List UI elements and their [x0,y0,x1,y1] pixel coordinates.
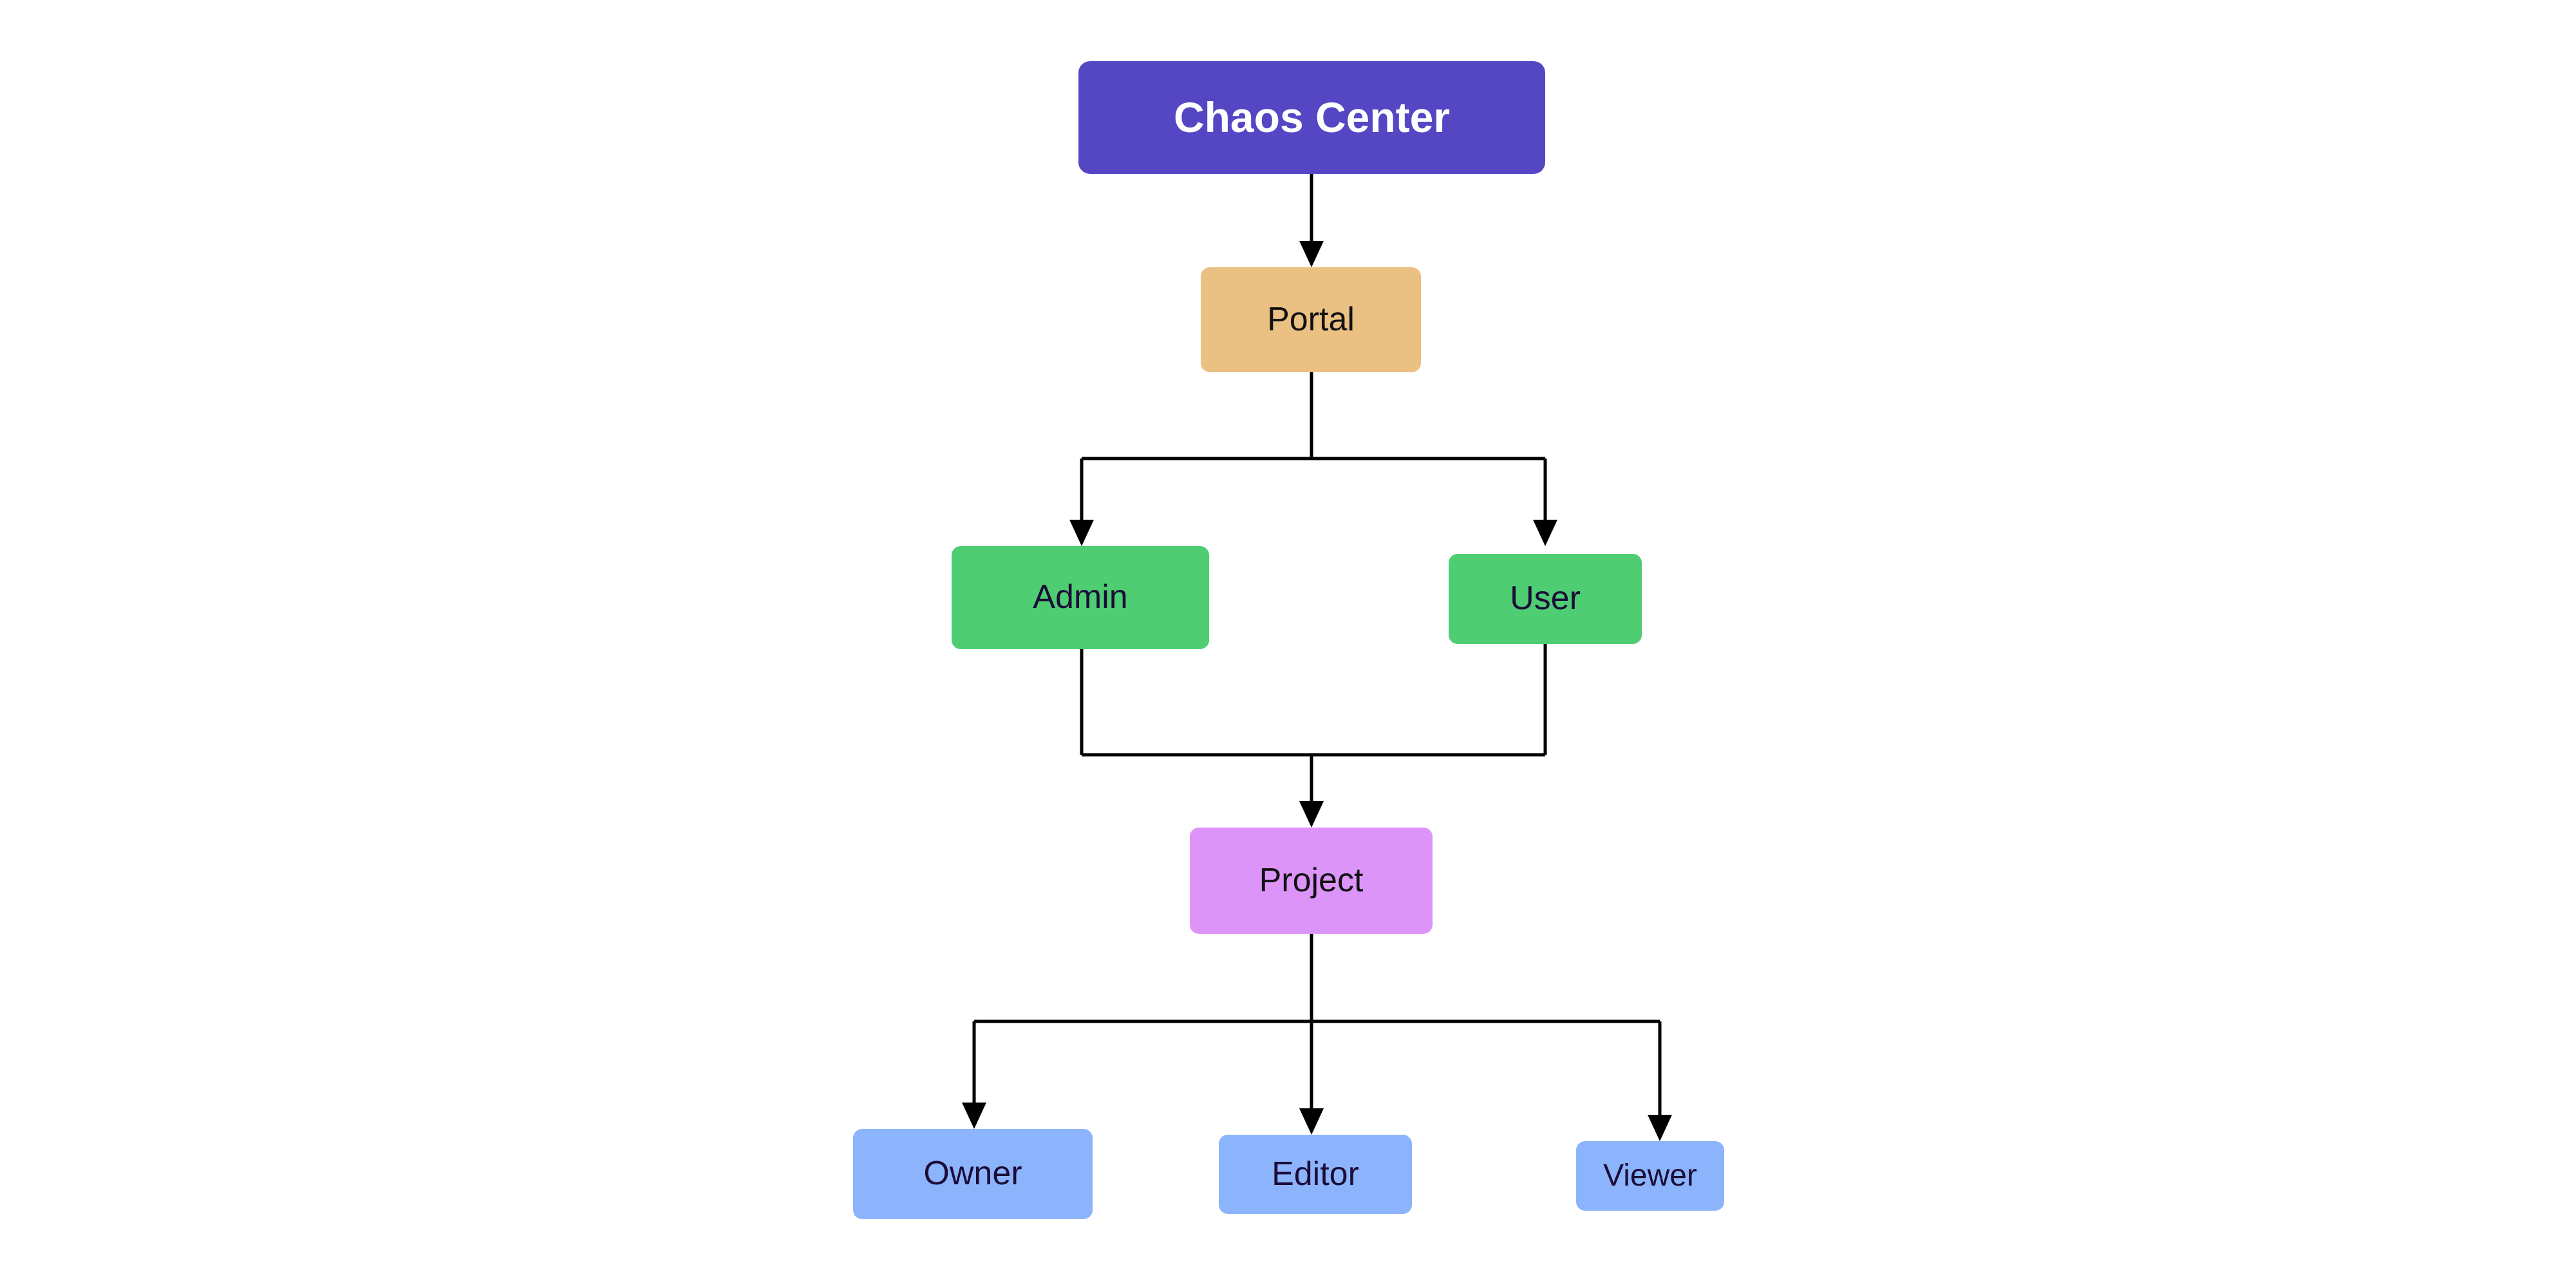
node-label-portal: Portal [1267,300,1355,338]
node-label-editor: Editor [1272,1155,1359,1193]
node-label-user: User [1510,580,1581,618]
edge-merge-rail-to-project [1082,753,1545,828]
node-chaos-center[interactable]: Chaos Center [1078,61,1545,174]
edge-fanout-to-editor [1299,1021,1324,1135]
node-editor[interactable]: Editor [1219,1135,1412,1214]
arrowhead-icon [1533,520,1557,546]
node-owner[interactable]: Owner [853,1129,1093,1219]
arrowhead-icon [1069,520,1094,546]
arrowhead-icon [962,1103,986,1129]
edge-branch-to-user [1533,459,1557,546]
node-project[interactable]: Project [1190,828,1433,934]
arrowhead-icon [1299,801,1324,828]
node-label-chaos-center: Chaos Center [1173,93,1451,142]
edge-project-to-fanout-rail [974,934,1660,1023]
edge-portal-to-branch-rail [1082,372,1545,460]
node-label-owner: Owner [923,1155,1022,1193]
arrowhead-icon [1648,1115,1672,1141]
node-portal[interactable]: Portal [1201,267,1421,372]
node-label-viewer: Viewer [1603,1158,1697,1193]
node-label-project: Project [1259,861,1364,899]
node-admin[interactable]: Admin [952,546,1209,649]
arrowhead-icon [1299,1108,1324,1135]
node-user[interactable]: User [1449,554,1642,644]
edge-fanout-to-owner [962,1021,986,1129]
node-label-admin: Admin [1033,578,1128,616]
edge-chaos-center-to-portal [1299,174,1324,267]
edge-branch-to-admin [1069,459,1094,546]
node-viewer[interactable]: Viewer [1576,1141,1724,1211]
edge-fanout-to-viewer [1648,1021,1672,1141]
arrowhead-icon [1299,241,1324,267]
